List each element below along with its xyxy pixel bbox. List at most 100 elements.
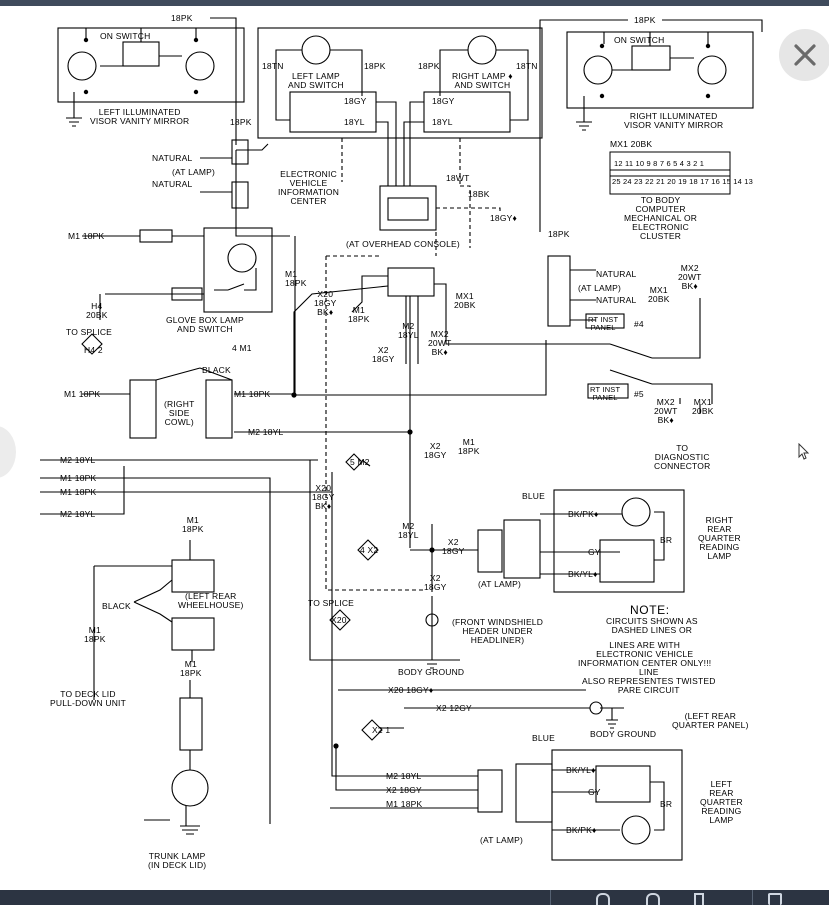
wire-label: 18GY <box>344 96 367 106</box>
wire-label: MX1 20BK <box>692 397 714 416</box>
wire-label: M2 18YL <box>398 521 419 540</box>
splice-label: TO SPLICE <box>308 598 355 608</box>
wire-label: M1 18PK <box>182 515 204 534</box>
wire-label: MX2 20WT BK♦ <box>654 397 678 425</box>
connector-label: (AT LAMP) <box>578 283 622 293</box>
wire-label: M1 18PK <box>68 231 105 241</box>
wire-label: M2 18YL <box>248 427 284 437</box>
wire-label: X2 18GY <box>424 441 447 460</box>
wire-label: MX1 20BK <box>610 139 653 149</box>
splice-id: 4 X2 <box>360 545 379 555</box>
splice-id: 5 M2 <box>350 457 370 467</box>
component-label: (AT OVERHEAD CONSOLE) <box>346 239 460 249</box>
wire-label: M2 18YL <box>398 321 419 340</box>
wire-color: BR <box>660 535 673 545</box>
search-icon[interactable] <box>646 893 660 905</box>
wire-label: X20 18GY BK♦ <box>312 483 335 511</box>
wire-label: M1 18PK <box>60 473 97 483</box>
wire-label: X20 18GY♦ <box>388 685 434 695</box>
ground-label: BODY GROUND <box>398 667 465 677</box>
previous-button[interactable] <box>0 426 16 478</box>
wire-label: 18PK <box>634 15 656 25</box>
wire-label: M1 18PK <box>285 269 307 288</box>
wire-label: H4 20BK <box>86 301 108 320</box>
wire-label: 18GY♦ <box>490 213 518 223</box>
mouse-cursor-icon <box>798 443 810 460</box>
component-label: RIGHT ILLUMINATED VISOR VANITY MIRROR <box>624 111 724 130</box>
toolbar-divider <box>752 890 753 905</box>
splice-label: TO SPLICE <box>66 327 113 337</box>
wire-label: 18GY <box>432 96 455 106</box>
wire-label: M1 18PK <box>348 305 370 324</box>
connector-label: (AT LAMP) <box>478 579 522 589</box>
component-label: (FRONT WINDSHIELD HEADER UNDER HEADLINER… <box>452 617 544 645</box>
wire-color: BK/YL♦ <box>566 765 596 775</box>
component-label: RIGHT LAMP ♦ AND SWITCH <box>452 71 513 90</box>
component-label: TRUNK LAMP (IN DECK LID) <box>148 851 207 870</box>
wire-label: X20 18GY BK♦ <box>314 289 337 317</box>
component-label: LEFT ILLUMINATED VISOR VANITY MIRROR <box>90 107 190 126</box>
wire-color: BK/PK♦ <box>568 509 599 519</box>
wire-label: 18WT <box>446 173 470 183</box>
wire-color: BK/PK♦ <box>566 825 597 835</box>
component-label: (LEFT REAR WHEELHOUSE) <box>178 591 244 610</box>
component-label: TO DECK LID PULL-DOWN UNIT <box>50 689 126 708</box>
component-label: LEFT LAMP AND SWITCH <box>288 71 344 90</box>
wire-color: BR <box>660 799 673 809</box>
splice-id: 4 M1 <box>232 343 252 353</box>
wire-label: MX1 20BK <box>648 285 670 304</box>
connector-label: (AT LAMP) <box>480 835 524 845</box>
wire-label: 18PK <box>171 13 193 23</box>
component-label: TO DIAGNOSTIC CONNECTOR <box>654 443 711 471</box>
window-icon[interactable] <box>768 893 782 905</box>
wire-label: M2 18YL <box>386 771 422 781</box>
bars-icon[interactable] <box>694 893 704 905</box>
wire-color: GY <box>588 787 601 797</box>
wire-label: 18TN <box>516 61 538 71</box>
wire-label: M1 18PK <box>60 487 97 497</box>
connector-pins: 12 11 10 9 8 7 6 5 4 3 2 1 <box>614 159 705 168</box>
component-label: RIGHT REAR QUARTER READING LAMP <box>698 515 741 561</box>
wire-label: X2 18GY <box>442 537 465 556</box>
close-button[interactable] <box>779 29 829 81</box>
wire-label: MX2 20WT BK♦ <box>428 329 452 357</box>
connector-color: BLACK <box>102 601 131 611</box>
wire-label: MX1 20BK <box>454 291 476 310</box>
wire-label: 18YL <box>432 117 453 127</box>
panel-number: #4 <box>634 319 644 329</box>
note-title: NOTE: <box>630 603 670 617</box>
splice-id: X2 1 <box>372 725 391 735</box>
note-text: LINES ARE WITH ELECTRONIC VEHICLE INFORM… <box>578 640 712 668</box>
panel-label: RT INST PANEL <box>588 315 619 332</box>
note-text: LINE ALSO REPRESENTES TWISTED PARE CIRCU… <box>582 667 716 695</box>
connector-label: (AT LAMP) <box>172 167 216 177</box>
wire-label: 18PK <box>364 61 386 71</box>
component-label: (LEFT REAR QUARTER PANEL) <box>672 711 749 730</box>
wire-label: X2 18GY <box>424 573 447 592</box>
wire-label: 18PK <box>418 61 440 71</box>
wire-color: GY <box>588 547 601 557</box>
wire-label: 18BK <box>468 189 490 199</box>
connector-color: BLUE <box>522 491 546 501</box>
wire-label: MX2 20WT BK♦ <box>678 263 702 291</box>
connector-label: NATURAL <box>596 295 637 305</box>
connector-pins: 25 24 23 22 21 20 19 18 17 16 15 14 13 <box>612 177 754 186</box>
wire-label: M2 18YL <box>60 455 96 465</box>
panel-label: RT INST PANEL <box>590 385 621 402</box>
close-icon <box>794 44 816 66</box>
wire-label: M1 18PK <box>386 799 423 809</box>
wire-label: 18YL <box>344 117 365 127</box>
note-text: CIRCUITS SHOWN AS DASHED LINES OR <box>606 616 698 635</box>
connector-color: BLACK <box>202 365 231 375</box>
wire-label: 18PK <box>548 229 570 239</box>
wire-label: M1 18PK <box>180 659 202 678</box>
wire-label: X2 18GY <box>372 345 395 364</box>
wire-label: X2 18GY <box>386 785 422 795</box>
wire-color: BK/YL♦ <box>568 569 598 579</box>
component-label: LEFT REAR QUARTER READING LAMP <box>700 779 743 825</box>
panel-number: #5 <box>634 389 644 399</box>
wire-label: M1 18PK <box>234 389 271 399</box>
splice-id: H4 2 <box>84 345 103 355</box>
zoom-icon[interactable] <box>596 893 610 905</box>
wire-label: 18TN <box>262 61 284 71</box>
